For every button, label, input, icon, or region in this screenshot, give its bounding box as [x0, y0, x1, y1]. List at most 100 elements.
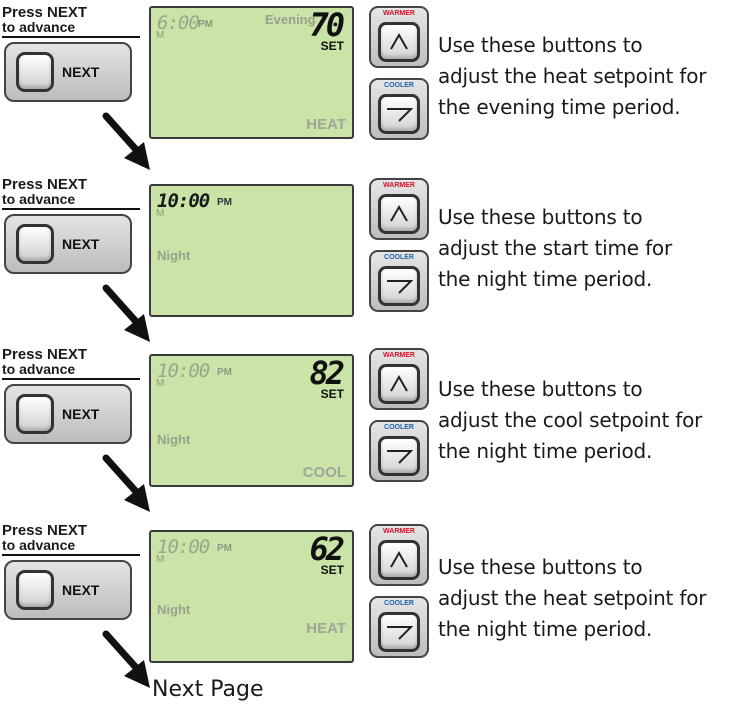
warmer-label: WARMER: [383, 182, 415, 189]
next-button-label: NEXT: [62, 582, 100, 598]
press-next-instruction: Press NEXT to advance: [2, 4, 140, 38]
next-key-icon: [16, 224, 54, 264]
display-time: 10:00: [157, 190, 210, 212]
to-advance-label: to advance: [2, 19, 76, 35]
display-period: Night: [157, 432, 191, 447]
warmer-button[interactable]: WARMER: [369, 348, 429, 410]
to-advance-label: to advance: [2, 361, 76, 377]
display-time: 10:00: [157, 360, 210, 382]
display-setpoint: 62: [309, 530, 344, 568]
thermostat-display: 10:00 PM M Night 62 SET HEAT: [149, 530, 354, 663]
cooler-button[interactable]: COOLER: [369, 250, 429, 312]
instruction-line: adjust the heat setpoint for: [438, 64, 707, 88]
up-arrow-icon: [378, 540, 420, 580]
warmer-button[interactable]: WARMER: [369, 178, 429, 240]
next-key-icon: [16, 570, 54, 610]
display-setpoint: 70: [309, 6, 344, 44]
instruction-line: the night time period.: [438, 267, 653, 291]
display-time: 10:00: [157, 536, 210, 558]
display-ampm: PM: [217, 367, 232, 378]
next-page-label: Next Page: [152, 677, 264, 702]
up-arrow-icon: [378, 364, 420, 404]
underline-divider: [2, 36, 140, 38]
warmer-button[interactable]: WARMER: [369, 524, 429, 586]
down-arrow-icon: [378, 94, 420, 134]
instruction-line: adjust the heat setpoint for: [438, 586, 707, 610]
press-next-label: Press NEXT: [2, 4, 88, 21]
cooler-label: COOLER: [384, 254, 414, 261]
next-button-label: NEXT: [62, 236, 100, 252]
next-button-label: NEXT: [62, 406, 100, 422]
display-ampm: PM: [217, 197, 232, 208]
warmer-label: WARMER: [383, 528, 415, 535]
next-button[interactable]: NEXT: [4, 214, 132, 274]
display-day: M: [156, 378, 165, 389]
display-set-label: SET: [320, 387, 344, 401]
display-set-label: SET: [320, 563, 344, 577]
display-mode: COOL: [302, 464, 346, 481]
step-night-cool-setpoint: Press NEXT to advance NEXT 10:00 PM M Ni…: [0, 346, 732, 508]
down-right-arrow-icon: [102, 630, 150, 688]
instruction-line: Use these buttons to: [438, 377, 643, 401]
instruction-line: adjust the start time for: [438, 236, 672, 260]
display-period: Night: [157, 602, 191, 617]
display-period: Night: [157, 248, 191, 263]
display-mode: HEAT: [306, 116, 346, 133]
instruction-line: Use these buttons to: [438, 205, 643, 229]
instruction-line: the evening time period.: [438, 95, 681, 119]
next-button-label: NEXT: [62, 64, 100, 80]
down-arrow-icon: [378, 266, 420, 306]
press-next-label: Press NEXT: [2, 522, 88, 539]
warmer-button[interactable]: WARMER: [369, 6, 429, 68]
cooler-label: COOLER: [384, 600, 414, 607]
next-button[interactable]: NEXT: [4, 384, 132, 444]
underline-divider: [2, 554, 140, 556]
instruction-line: the night time period.: [438, 439, 653, 463]
next-button[interactable]: NEXT: [4, 560, 132, 620]
cooler-button[interactable]: COOLER: [369, 420, 429, 482]
instruction-text: Use these buttons to adjust the heat set…: [438, 30, 706, 123]
up-arrow-icon: [378, 194, 420, 234]
thermostat-display: 10:00 PM M Night: [149, 184, 354, 317]
instruction-text: Use these buttons to adjust the start ti…: [438, 202, 672, 295]
instruction-line: the night time period.: [438, 617, 653, 641]
up-arrow-icon: [378, 22, 420, 62]
instruction-line: adjust the cool setpoint for: [438, 408, 703, 432]
step-night-start-time: Press NEXT to advance NEXT 10:00 PM M Ni…: [0, 176, 732, 338]
display-day: M: [156, 554, 165, 565]
step-evening-heat-setpoint: Press NEXT to advance NEXT 6:00 PM M Eve…: [0, 4, 732, 166]
cooler-label: COOLER: [384, 424, 414, 431]
cooler-label: COOLER: [384, 82, 414, 89]
cooler-button[interactable]: COOLER: [369, 596, 429, 658]
instruction-text: Use these buttons to adjust the heat set…: [438, 552, 706, 645]
warmer-label: WARMER: [383, 352, 415, 359]
display-set-label: SET: [320, 39, 344, 53]
instruction-text: Use these buttons to adjust the cool set…: [438, 374, 702, 467]
display-ampm: PM: [198, 19, 213, 30]
down-right-arrow-icon: [102, 454, 150, 512]
to-advance-label: to advance: [2, 537, 76, 553]
display-day: M: [156, 30, 165, 41]
press-next-instruction: Press NEXT to advance: [2, 346, 140, 380]
display-period: Evening: [265, 12, 316, 27]
underline-divider: [2, 378, 140, 380]
step-night-heat-setpoint: Press NEXT to advance NEXT 10:00 PM M Ni…: [0, 522, 732, 684]
press-next-instruction: Press NEXT to advance: [2, 176, 140, 210]
instruction-line: Use these buttons to: [438, 555, 643, 579]
thermostat-display: 6:00 PM M Evening 70 SET HEAT: [149, 6, 354, 139]
down-arrow-icon: [378, 436, 420, 476]
thermostat-display: 10:00 PM M Night 82 SET COOL: [149, 354, 354, 487]
down-right-arrow-icon: [102, 112, 150, 170]
down-right-arrow-icon: [102, 284, 150, 342]
next-button[interactable]: NEXT: [4, 42, 132, 102]
display-setpoint: 82: [309, 354, 344, 392]
to-advance-label: to advance: [2, 191, 76, 207]
instruction-line: Use these buttons to: [438, 33, 643, 57]
press-next-label: Press NEXT: [2, 346, 88, 363]
display-ampm: PM: [217, 543, 232, 554]
press-next-label: Press NEXT: [2, 176, 88, 193]
underline-divider: [2, 208, 140, 210]
next-key-icon: [16, 52, 54, 92]
cooler-button[interactable]: COOLER: [369, 78, 429, 140]
display-time: 6:00: [157, 12, 200, 34]
